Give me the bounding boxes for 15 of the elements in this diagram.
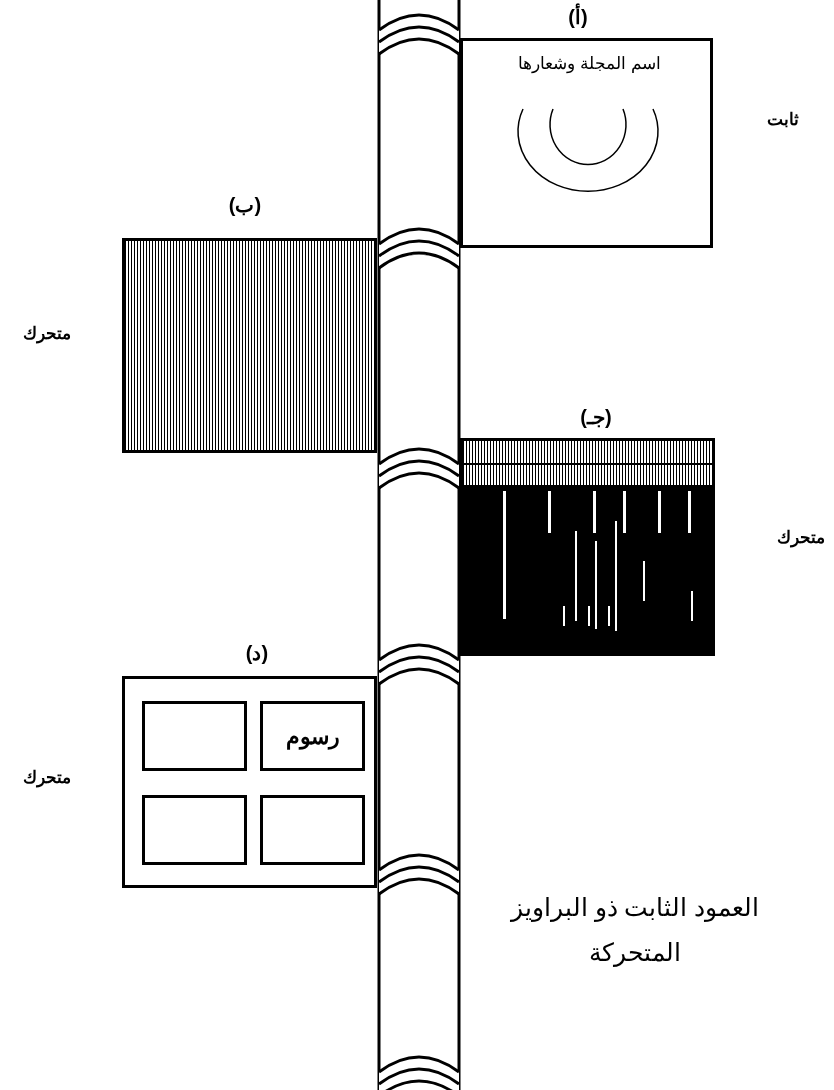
frame-label: اسم المجلة وشعارها [517,53,662,74]
content-box [142,701,247,771]
frame-letter: (جـ) [579,405,613,429]
content-box [142,795,247,865]
content-label: رسوم [284,724,341,750]
content-box [260,795,365,865]
frame-letter: (أ) [533,5,623,29]
frame-letter: (د) [244,641,270,665]
content-box [260,701,365,771]
status-label: متحرك [22,767,72,788]
status-label: ثابت [766,109,800,130]
status-label: متحرك [776,527,826,548]
status-label: متحرك [22,323,72,344]
column-caption: العمود الثابت ذو البراويز المتحركة [509,892,761,969]
frame-letter: (ب) [227,193,263,217]
